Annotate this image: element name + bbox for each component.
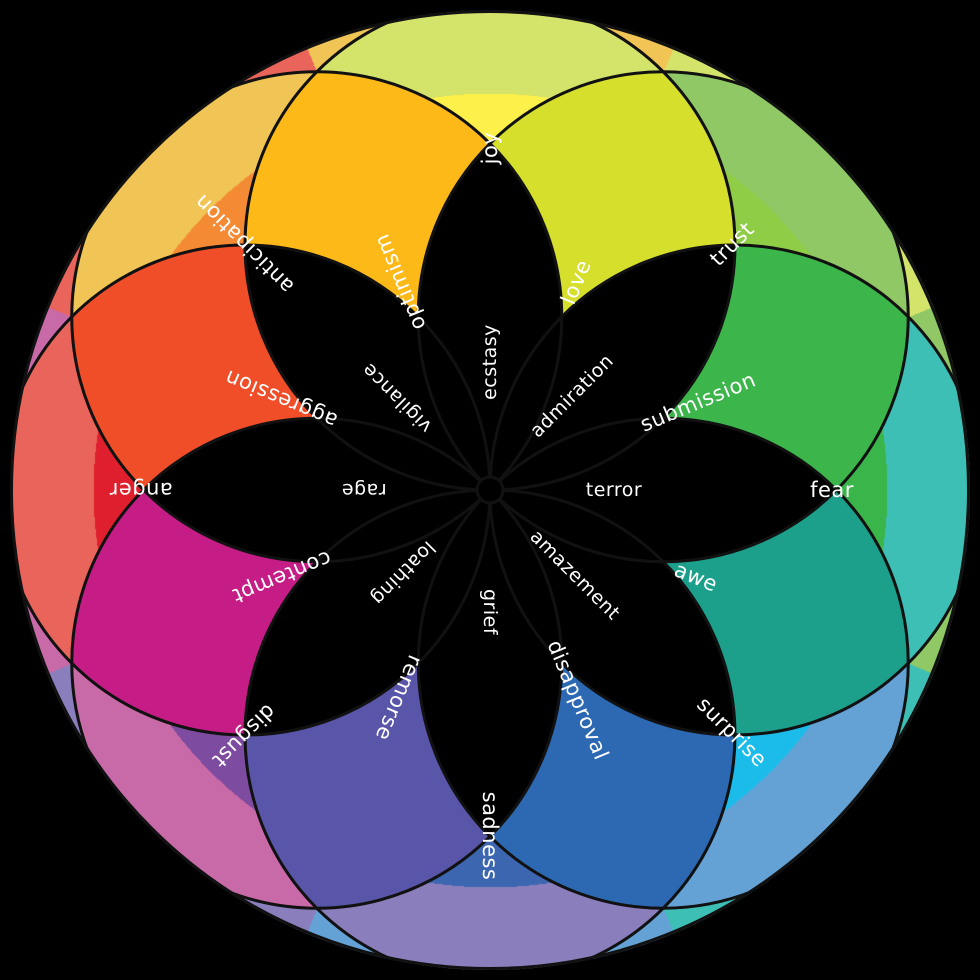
label-sadness: sadness: [478, 792, 502, 881]
center-hub: [475, 475, 505, 505]
label-anger: anger: [109, 478, 173, 502]
label-rage: rage: [341, 479, 386, 501]
label-fear: fear: [810, 478, 854, 502]
label-terror: terror: [586, 479, 642, 501]
outer-outline: [10, 10, 970, 970]
circle-outline: [70, 70, 564, 564]
label-joy: joy: [478, 132, 502, 166]
label-grief: grief: [479, 589, 501, 636]
label-ecstasy: ecstasy: [479, 324, 501, 400]
